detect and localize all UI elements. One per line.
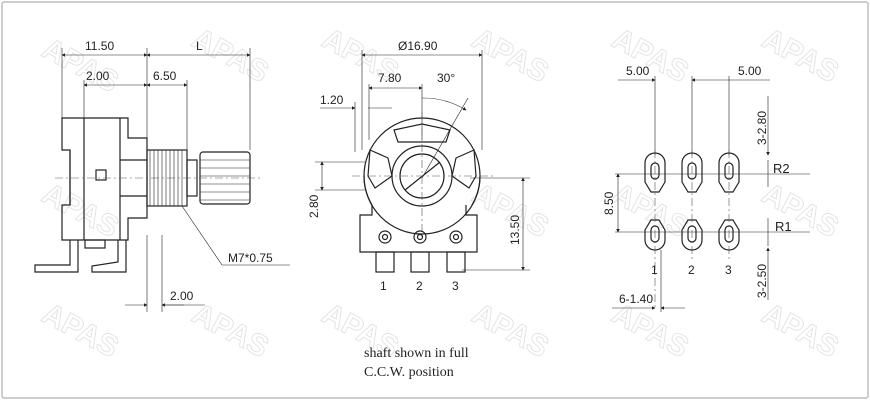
pcb-view: 5.00 5.00 3-2.80 R2 R1 8.50 <box>602 64 810 312</box>
front-lug-right <box>451 149 477 189</box>
dim-pcb-top: 3-2.80 <box>755 111 769 145</box>
dim-side-total: 11.50 <box>85 39 114 53</box>
side-marker-square <box>95 169 107 181</box>
dim-front-left-height: 2.80 <box>307 194 321 218</box>
dim-side-left: 2.00 <box>86 69 110 83</box>
dim-pcb-row-gap: 8.50 <box>602 191 616 215</box>
side-leg-right <box>91 240 127 273</box>
caption-line-1: shaft shown in full <box>364 346 469 361</box>
pcb-pin-label: 3 <box>725 263 732 277</box>
dim-front-angle: 30° <box>437 71 455 85</box>
dim-pcb-pad: 6-1.40 <box>619 292 653 306</box>
dim-pcb-pitch-right: 5.00 <box>738 64 762 78</box>
side-leg-left <box>34 240 79 273</box>
pcb-pad-row-r1 <box>644 219 740 251</box>
front-pin-1 <box>375 251 395 273</box>
caption-line-2: C.C.W. position <box>364 365 454 380</box>
side-view: 11.50 L 2.00 6.50 2.00 <box>34 39 290 312</box>
front-pin-3 <box>446 251 466 273</box>
pcb-pin-label: 1 <box>651 263 658 277</box>
dim-side-shaft: L <box>196 39 203 53</box>
front-lug-top <box>393 123 451 143</box>
caption: shaft shown in full C.C.W. position <box>364 346 469 380</box>
front-pin-label: 3 <box>452 279 459 293</box>
dim-front-lug: 1.20 <box>320 93 344 107</box>
dim-pcb-bottom: 3-2.50 <box>755 264 769 298</box>
side-thread-label: M7*0.75 <box>228 251 273 265</box>
pcb-pin-label: 2 <box>688 263 695 277</box>
front-pin-label: 2 <box>416 279 423 293</box>
front-view: Ø16.90 7.80 30° 1.20 2.80 13.50 <box>307 39 530 293</box>
dim-front-height: 13.50 <box>508 215 522 245</box>
front-pin-label: 1 <box>380 279 387 293</box>
pcb-row-label-r1: R1 <box>775 219 792 234</box>
dim-pcb-pitch-left: 5.00 <box>626 64 650 78</box>
dim-side-bottom: 2.00 <box>170 289 194 303</box>
front-lug-left <box>367 149 393 189</box>
front-pin-2 <box>410 251 430 273</box>
dim-front-diameter: Ø16.90 <box>398 39 438 53</box>
pcb-row-label-r2: R2 <box>773 161 790 176</box>
dim-front-offset: 7.80 <box>378 71 402 85</box>
dim-side-mid: 6.50 <box>153 69 177 83</box>
